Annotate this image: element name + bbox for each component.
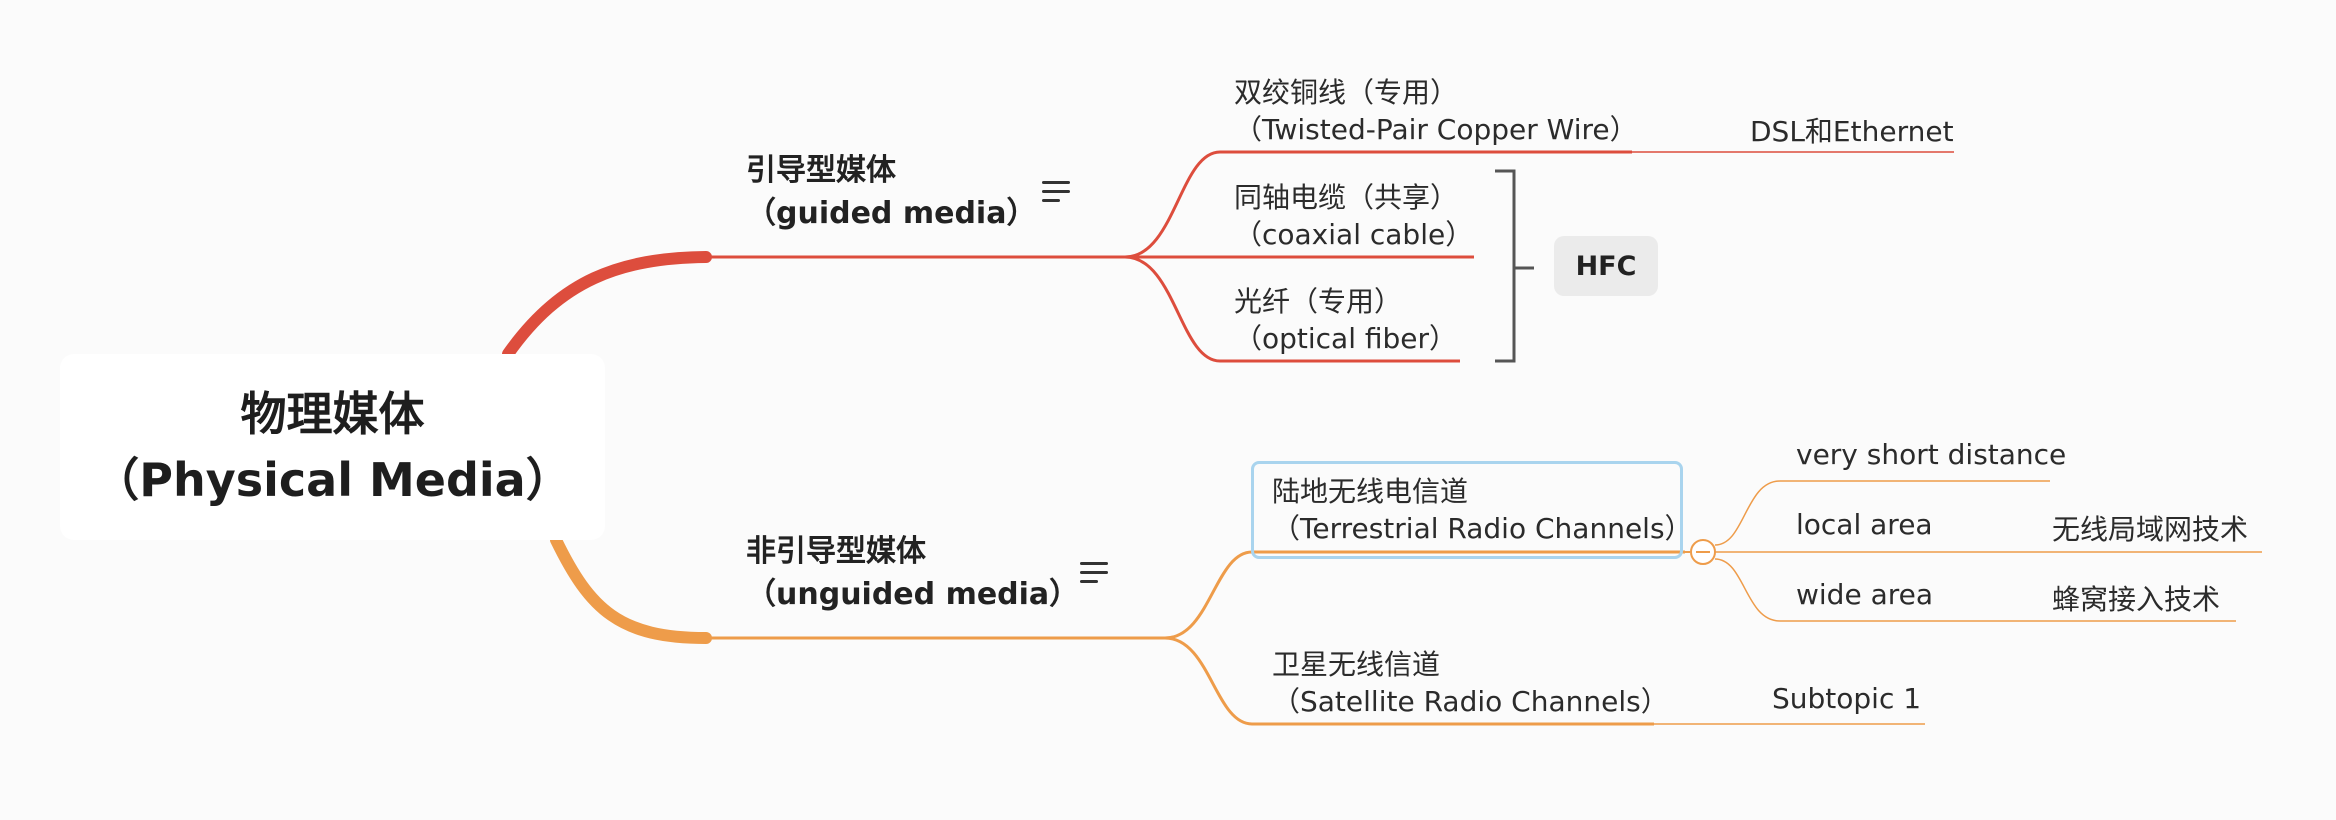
satellite-subtitle[interactable]: （Satellite Radio Channels） [1272,685,1669,718]
cellular-detail[interactable]: 蜂窝接入技术 [2052,583,2221,616]
unguided-topic-subtitle[interactable]: （unguided media） [746,577,1080,612]
local-area-subtopic[interactable]: local area [1796,508,1933,541]
dsl-ethernet-subtopic[interactable]: DSL和Ethernet [1750,115,1954,148]
wide-area-subtopic[interactable]: wide area [1796,578,1934,611]
root-subtitle: （Physical Media） [93,453,572,507]
root-guided-connector [502,251,712,360]
hfc-summary[interactable]: HFC [1554,236,1658,296]
root-topic[interactable]: 物理媒体 （Physical Media） [60,354,605,540]
notes-icon[interactable] [1080,562,1110,584]
guided-child3-connector [1124,255,1221,363]
root-unguided-connector [550,534,712,644]
twisted-pair-title[interactable]: 双绞铜线（专用） [1234,76,1459,109]
notes-icon[interactable] [1042,181,1072,203]
root-title: 物理媒体 [240,387,425,441]
very-short-distance-subtopic[interactable]: very short distance [1796,438,2067,471]
satellite-title[interactable]: 卫星无线信道 [1272,648,1441,681]
coaxial-subtitle[interactable]: （coaxial cable） [1234,218,1474,251]
terrestrial-title[interactable]: 陆地无线电信道 [1272,475,1469,508]
guided-topic-subtitle[interactable]: （guided media） [746,196,1037,231]
optical-fiber-subtitle[interactable]: （optical fiber） [1234,322,1458,355]
guided-child1-connector [1124,150,1221,259]
unguided-topic-title[interactable]: 非引导型媒体 [746,534,926,569]
twisted-pair-subtitle[interactable]: （Twisted-Pair Copper Wire） [1234,113,1638,146]
terrestrial-subtitle[interactable]: （Terrestrial Radio Channels） [1272,512,1693,545]
optical-fiber-title[interactable]: 光纤（专用） [1234,285,1403,318]
summary-bracket [1495,169,1534,363]
very-short-connector [1714,480,1781,546]
subtopic-1[interactable]: Subtopic 1 [1772,682,1922,715]
selection-highlight [1251,461,1683,559]
wide-area-connector [1714,558,1781,622]
unguided-child1-connector [1164,550,1253,640]
unguided-child2-connector [1164,636,1253,726]
coaxial-title[interactable]: 同轴电缆（共享） [1234,181,1459,214]
wlan-detail[interactable]: 无线局域网技术 [2052,513,2249,546]
guided-topic-title[interactable]: 引导型媒体 [746,153,896,188]
